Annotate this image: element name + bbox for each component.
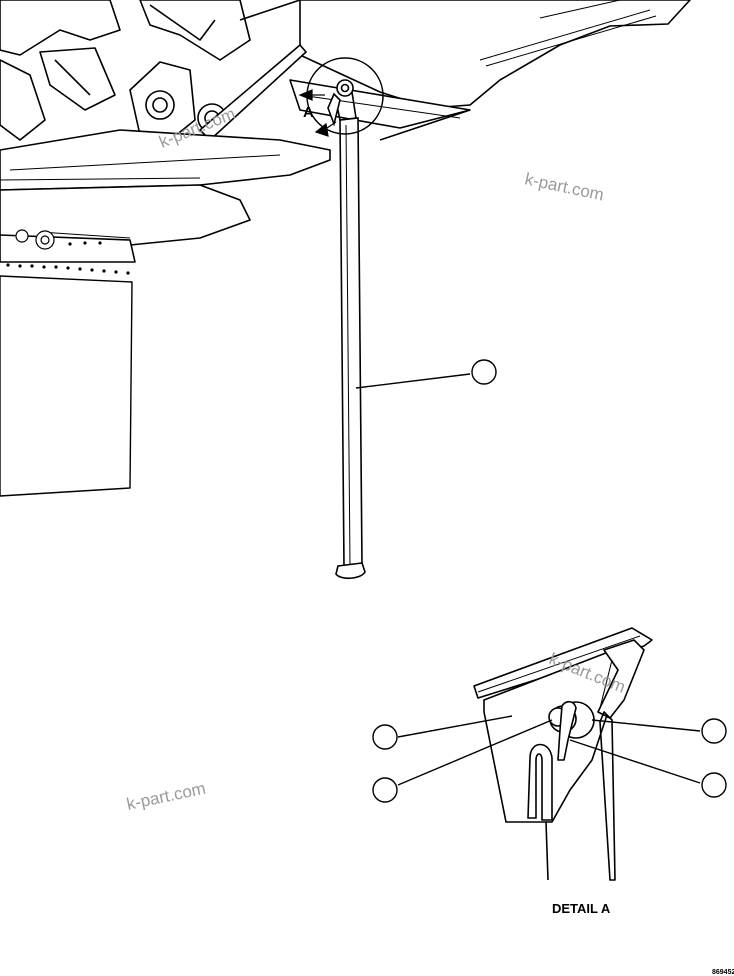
machine-underside: [0, 0, 691, 497]
view-marker-label: A: [303, 104, 314, 121]
main-rod-leader: [355, 373, 471, 389]
support-rod: [327, 79, 366, 580]
callout-detail-washer: [701, 718, 727, 744]
figure-code: 869452: [712, 969, 734, 976]
watermark: k-part.com: [125, 779, 207, 814]
callout-detail-bracket: [372, 724, 398, 750]
view-arrows: [298, 89, 337, 137]
detail-leaders: [397, 715, 701, 786]
callout-detail-pin: [372, 777, 398, 803]
detail-title: DETAIL A: [552, 901, 611, 916]
detail-a-view: [473, 627, 653, 881]
watermark: k-part.com: [523, 169, 605, 204]
callout-detail-clip: [701, 772, 727, 798]
callout-main-rod: [471, 359, 497, 385]
